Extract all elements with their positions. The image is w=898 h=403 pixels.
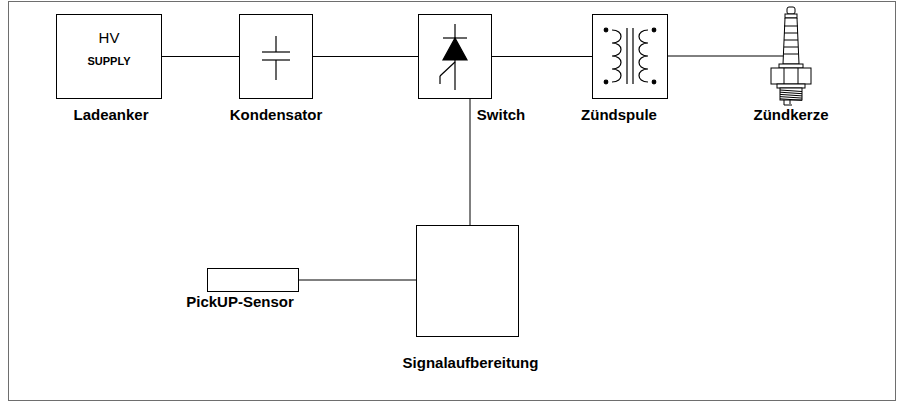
frame: [9, 2, 896, 401]
pickup-sensor: PickUP-Sensor: [207, 268, 299, 292]
thyristor-symbol: [440, 24, 467, 90]
capacitor-symbol: [262, 36, 290, 80]
box-text: HV: [57, 29, 161, 46]
part-label: Zündkerze: [753, 106, 828, 123]
supply-box: HVSUPPLYLadeanker: [56, 14, 162, 99]
part-label: Switch: [477, 106, 525, 123]
wire: [162, 56, 239, 57]
wire: [492, 56, 592, 57]
box-text: SUPPLY: [57, 55, 161, 67]
transformer-symbol: [604, 28, 656, 84]
spark-plug: Zündkerze: [770, 6, 812, 106]
ignition-coil-box: Zündspule: [592, 14, 668, 99]
spark-plug-drawing: [770, 6, 812, 106]
part-label: PickUP-Sensor: [186, 293, 294, 310]
wire: [299, 280, 416, 281]
switch-box: Switch: [418, 14, 492, 99]
part-label: Ladeanker: [73, 106, 148, 123]
coil-winding: [612, 30, 621, 82]
wire: [668, 56, 770, 57]
coil-winding: [639, 30, 648, 82]
capacitor-box: Kondensator: [239, 14, 313, 99]
signal-conditioning-box: Signalaufbereitung: [416, 225, 519, 337]
part-label: Signalaufbereitung: [403, 354, 539, 371]
wire: [470, 99, 471, 225]
part-label: Zündspule: [581, 106, 657, 123]
part-label: Kondensator: [230, 106, 323, 123]
wire: [313, 56, 418, 57]
